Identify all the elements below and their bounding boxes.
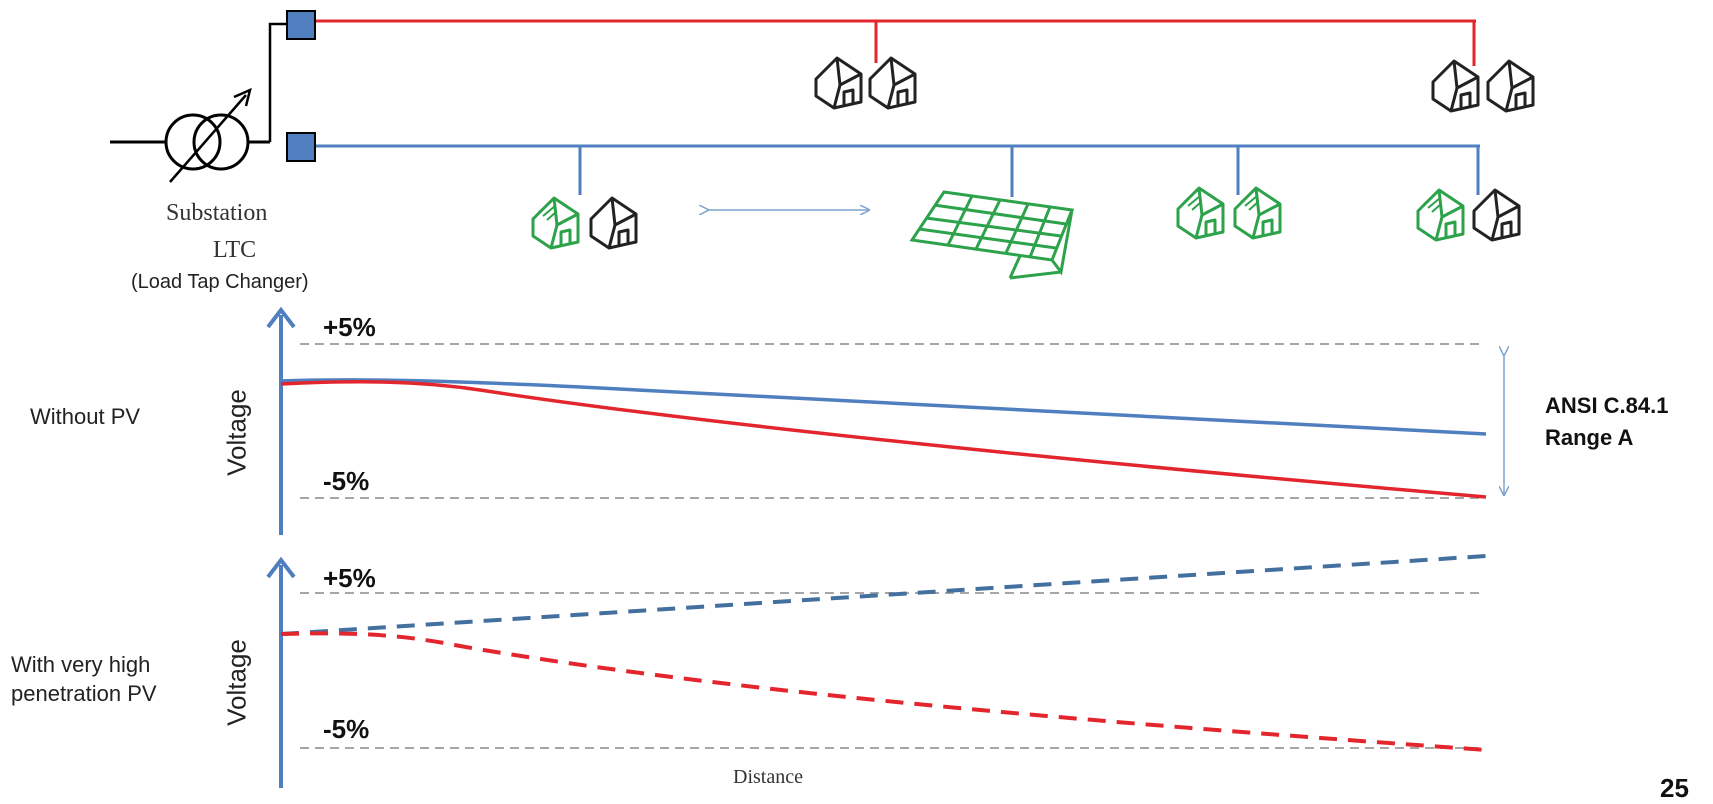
with-pv-row-label-line2: penetration PV	[11, 681, 157, 706]
without-pv-row-label: Without PV	[30, 404, 141, 429]
blue-feeder-line	[298, 144, 1480, 197]
with-pv-voltage-axis-label: Voltage	[221, 639, 252, 726]
with-pv-upper-limit-label: +5%	[323, 563, 376, 593]
red-feeder-voltage-curve	[280, 380, 1487, 499]
blue-feeder-breaker-icon	[286, 132, 316, 162]
without-pv-lower-limit-label: -5%	[323, 466, 370, 496]
distance-axis-label: Distance	[733, 766, 803, 788]
without-pv-upper-limit-label: +5%	[323, 312, 376, 342]
house-icon	[1431, 59, 1480, 113]
substation-transformer-icon	[110, 22, 298, 183]
red-feeder-breaker-icon	[286, 10, 316, 40]
with-pv-plot	[266, 554, 1487, 788]
house-icon	[814, 56, 863, 110]
ansi-range-label: Range A	[1545, 425, 1634, 450]
house-icon	[1486, 59, 1535, 113]
with-pv-row-label-line1: With very high	[11, 652, 151, 677]
with-pv-lower-limit-label: -5%	[323, 714, 370, 744]
solar-house-icon	[531, 196, 580, 250]
blue-feeder-voltage-curve	[280, 554, 1487, 636]
solar-house-icon	[1233, 186, 1282, 240]
blue-feeder-voltage-curve	[280, 378, 1487, 436]
page-number: 25	[1660, 773, 1689, 803]
voltage-axis-arrow-icon	[266, 306, 296, 329]
house-icon	[1472, 188, 1521, 242]
solar-house-icon	[1416, 188, 1465, 242]
voltage-axis-arrow-icon	[266, 556, 296, 579]
load-tap-changer-label: (Load Tap Changer)	[131, 271, 309, 293]
house-icon	[589, 196, 638, 250]
without-pv-plot	[266, 306, 1504, 535]
house-icon	[868, 56, 917, 110]
substation-label: Substation	[166, 200, 268, 226]
solar-house-icon	[1176, 186, 1225, 240]
ansi-standard-label: ANSI C.84.1	[1545, 393, 1669, 418]
red-feeder-line	[298, 19, 1476, 66]
ltc-label: LTC	[213, 237, 257, 263]
without-pv-voltage-axis-label: Voltage	[221, 389, 252, 476]
red-feeder-voltage-curve	[280, 631, 1487, 752]
solar-panel-icon	[909, 190, 1075, 280]
